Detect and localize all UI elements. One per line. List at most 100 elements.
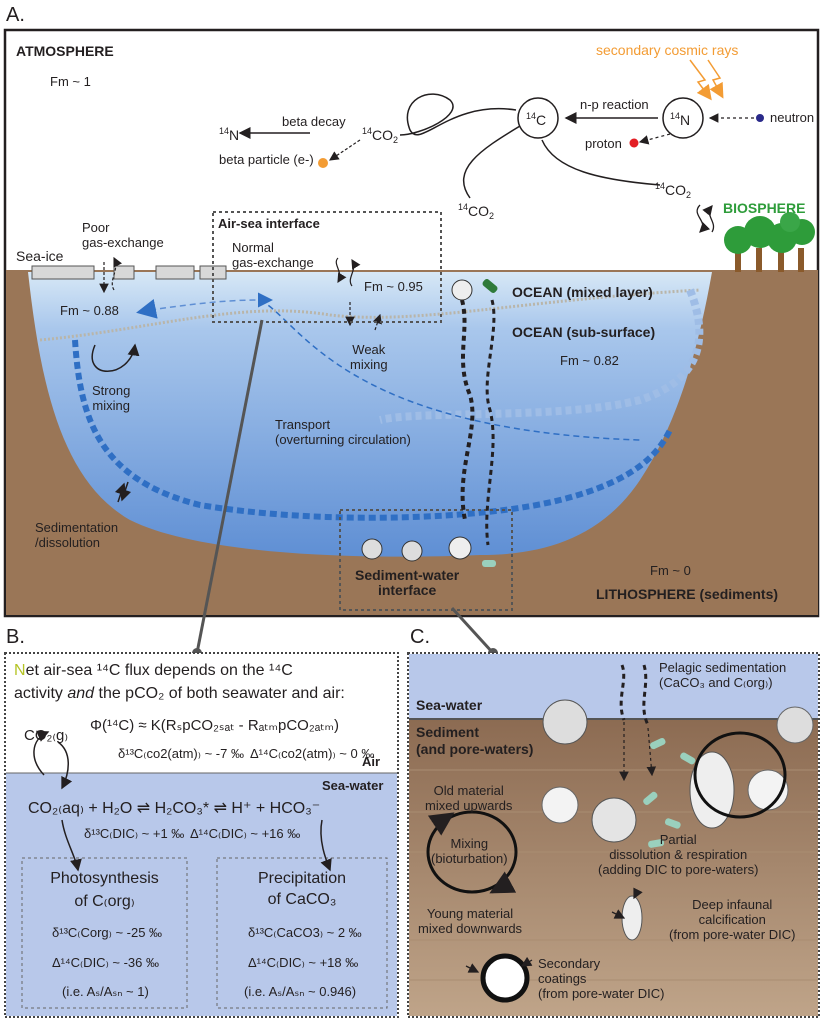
precipitation-title-1: Precipitation — [257, 870, 347, 887]
carbonate-equation: CO₂₍aq₎ + H₂O ⇌ H₂CO₃* ⇌ H⁺ + HCO₃⁻ — [28, 800, 321, 817]
beta-decay-label: beta decay — [282, 114, 346, 129]
coated-foram-icon — [480, 953, 530, 1003]
organic-particles — [643, 737, 696, 848]
photosynthesis-d13c: δ¹³C₍Corg₎ ~ -25 ‰ — [52, 925, 163, 940]
pelagic-arrow — [646, 727, 657, 777]
mixing-loop-right — [693, 731, 787, 819]
precipitation-D14c: Δ¹⁴C₍DIC₎ ~ +18 ‰ — [248, 955, 359, 970]
partial-dissolution-label: Partial dissolution & respiration (addin… — [598, 832, 759, 877]
particle-fall-right — [485, 299, 496, 546]
sea-ice-label: Sea-ice — [16, 248, 64, 264]
ocean-subsurface-label: OCEAN (sub-surface) — [512, 324, 656, 340]
sedimentation-label: Sedimentation /dissolution — [35, 520, 119, 550]
fm-mixed: Fm ~ 0.95 — [364, 279, 423, 294]
bioturbation-arrow — [489, 871, 517, 894]
photosynthesis-D14c: Δ¹⁴C₍DIC₎ ~ -36 ‰ — [52, 955, 159, 970]
beta-particle-label: beta particle (e-) — [219, 152, 314, 167]
n14-atom-icon — [662, 97, 704, 139]
bioturbation-loop — [426, 810, 518, 894]
infaunal-foram-icon — [621, 895, 643, 941]
transport-path — [259, 299, 641, 441]
d13c-atm: δ¹³C₍co2(atm)₎ ~ -7 ‰ — [118, 746, 244, 761]
co2-biosphere-label: 14CO2 — [655, 181, 692, 200]
neutron-label: neutron — [770, 110, 815, 125]
D14c-dic: Δ¹⁴C₍DIC₎ ~ +16 ‰ — [190, 826, 301, 841]
sedimentation-down-arrow — [119, 481, 132, 502]
flux-equation: Φ(¹⁴C) ≈ K(RₛpCO₂ₛₐₜ - RₐₜₘpCO₂ₐₜₘ) — [90, 717, 340, 734]
co2-curve-lower — [463, 125, 521, 199]
surface-flow-arrow — [149, 292, 273, 311]
infaunal-arrow — [633, 887, 643, 900]
strong-mixing-arrow — [91, 343, 140, 372]
photosynthesis-title-2: of C₍org₎ — [74, 893, 135, 910]
photosynthesis-ratio: (i.e. Aₛ/Aₛₙ ~ 1) — [62, 984, 149, 999]
weak-mixing-up-arrow — [372, 313, 382, 331]
organic-particle-icon — [482, 560, 496, 567]
co2-loop-curve — [399, 93, 517, 136]
poor-gas-label: Poor gas-exchange — [82, 220, 164, 250]
panel-b-intro-2: activity and the pCO₂ of both seawater a… — [14, 685, 345, 702]
biosphere-trees — [724, 212, 815, 272]
infaunal-arrow — [611, 909, 626, 919]
fm-lithosphere: Fm ~ 0 — [650, 563, 691, 578]
photosynthesis-title-1: Photosynthesis — [50, 870, 159, 887]
foram-shell-icon — [401, 540, 423, 562]
young-material-label: Young material mixed downwards — [418, 906, 523, 936]
organic-particle-icon — [482, 279, 498, 293]
panel-c-seawater — [409, 654, 818, 719]
atmosphere-label: ATMOSPHERE — [16, 43, 114, 59]
c14-atom-label: 14C — [526, 111, 547, 128]
proton-icon — [629, 138, 639, 148]
fm-polar: Fm ~ 0.88 — [60, 303, 119, 318]
panel-b-intro-1: Net air-sea ¹⁴C flux depends on the ¹⁴C — [14, 662, 293, 679]
foram-shell-icon — [776, 706, 814, 744]
transport-label: Transport (overturning circulation) — [275, 417, 411, 447]
photosynthesis-box — [21, 857, 188, 1009]
old-material-label: Old material mixed upwards — [425, 783, 513, 813]
foram-shell-icon — [448, 536, 472, 560]
panel-c-label: C. — [410, 626, 430, 648]
connector-to-panel-c — [450, 606, 495, 655]
precipitation-title-2: of CaCO₃ — [267, 891, 337, 908]
sea-water-label-c: Sea-water — [416, 697, 483, 713]
biosphere-exchange-arrow — [702, 204, 715, 233]
sea-water-label-b: Sea-water — [322, 778, 384, 793]
pelagic-fall-right — [642, 664, 650, 726]
connector-to-panel-b — [195, 319, 264, 654]
n14-product-label: 14N — [219, 126, 240, 143]
ocean-mixed-label: OCEAN (mixed layer) — [512, 284, 653, 300]
np-reaction-label: n-p reaction — [580, 97, 649, 112]
normal-gas-down-arrow — [335, 257, 347, 284]
mixing-label: Mixing (bioturbation) — [431, 836, 508, 866]
panel-a-label: A. — [6, 4, 25, 26]
air-label: Air — [362, 754, 381, 769]
foram-shell-icon — [451, 279, 473, 301]
panel-b-seawater — [6, 773, 397, 1016]
precipitation-box — [216, 857, 388, 1009]
deep-infaunal-label: Deep infaunal calcification (from pore-w… — [669, 897, 796, 942]
overturning-arrow-lower — [72, 339, 673, 521]
co2-curve-right — [541, 139, 661, 186]
co2-atm-label: 14CO2 — [362, 126, 399, 145]
weak-mixing-label: Weak mixing — [350, 342, 388, 372]
D14c-atm: Δ¹⁴C₍co2(atm)₎ ~ 0 ‰ — [250, 746, 375, 761]
biosphere-exchange-arrow — [696, 204, 711, 233]
beta-particle-arrow — [329, 139, 361, 161]
ocean-basin — [28, 272, 712, 557]
fm-subsurface: Fm ~ 0.82 — [560, 353, 619, 368]
secondary-coatings-label: Secondary coatings (from pore-water DIC) — [538, 956, 665, 1001]
air-sea-interface-box — [212, 211, 442, 323]
sea-ice-block — [155, 265, 195, 280]
panel-b-label: B. — [6, 626, 25, 648]
beta-particle-icon — [318, 158, 328, 168]
precipitation-ratio: (i.e. Aₛ/Aₛₙ ~ 0.946) — [244, 984, 357, 999]
cosmic-ray-bolt — [707, 59, 724, 99]
pelagic-label: Pelagic sedimentation (CaCO₃ and C₍org₎) — [659, 660, 787, 690]
cosmic-ray-bolt — [689, 59, 712, 101]
overturning-arrow-upper — [379, 288, 704, 424]
strong-mixing-label: Strong mixing — [92, 383, 131, 413]
foram-shell-icon — [541, 786, 579, 824]
proton-label: proton — [585, 136, 622, 151]
sediment-water-label: Sediment-water interface — [355, 567, 460, 598]
